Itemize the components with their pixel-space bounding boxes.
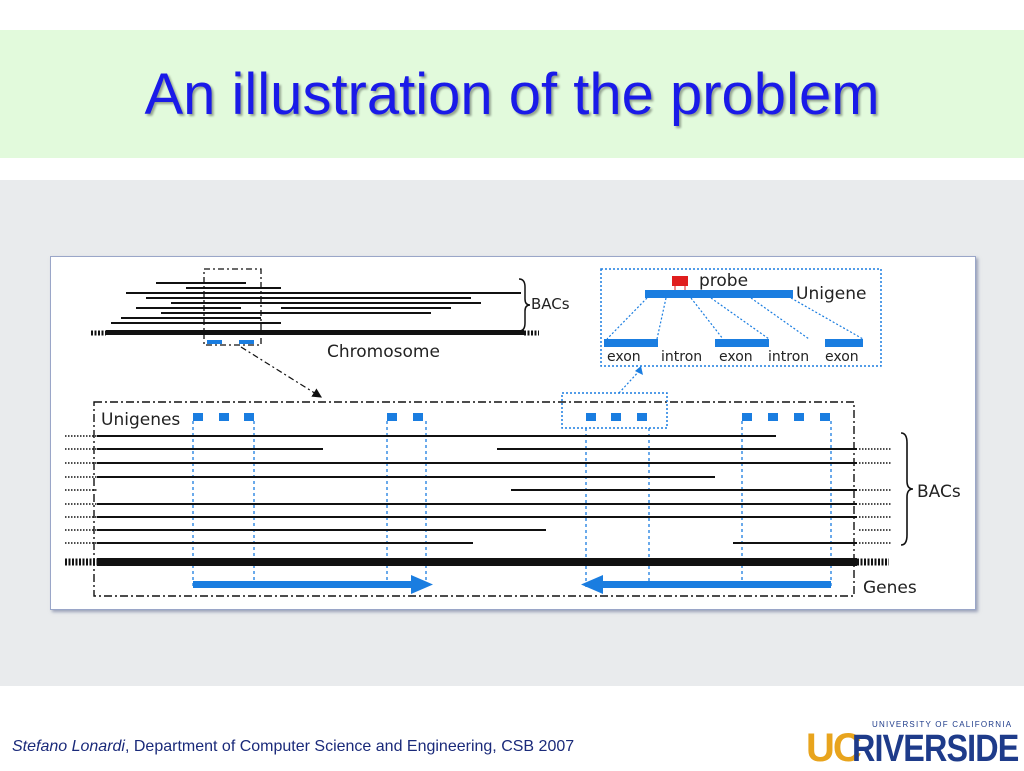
unigene-squares — [193, 413, 830, 421]
figure-frame: BACs Chromosome probe Unigene ex — [50, 256, 976, 610]
slide-title: An illustration of the problem — [144, 61, 880, 127]
main-chromosome-bar — [97, 558, 857, 566]
unigenes-label: Unigenes — [101, 410, 180, 430]
segment-label: exon — [607, 349, 641, 365]
genes-label: Genes — [863, 578, 917, 598]
main-bacs-brace — [900, 432, 914, 546]
main-bac-lines — [97, 435, 857, 544]
footer: Stefano Lonardi, Department of Computer … — [12, 738, 574, 756]
segment-label: exon — [825, 349, 859, 365]
main-panel-box — [93, 401, 855, 597]
exon-bar — [604, 339, 658, 347]
segment-label: intron — [768, 349, 809, 365]
inset-link-arrowhead — [635, 366, 643, 375]
probe-label: probe — [699, 271, 748, 291]
zoom-unigene-mark — [239, 340, 254, 344]
segment-label: intron — [661, 349, 702, 365]
top-bacs-brace — [518, 278, 531, 332]
chromosome-label: Chromosome — [327, 342, 440, 362]
bac-dotted-ends — [65, 435, 891, 544]
gene-arrow-forward-head — [411, 575, 433, 594]
zoom-arrow — [240, 346, 323, 398]
segment-label: exon — [719, 349, 753, 365]
top-bacs-label: BACs — [531, 295, 570, 313]
gene-arrow-forward-shaft — [193, 581, 415, 588]
main-bacs-label: BACs — [917, 482, 961, 502]
unigene-bar — [645, 290, 793, 298]
footer-affiliation: , Department of Computer Science and Eng… — [124, 738, 575, 755]
top-chromosome-bar — [106, 330, 524, 335]
exon-bar — [825, 339, 863, 347]
logo-subtitle: UNIVERSITY OF CALIFORNIA — [872, 720, 1013, 729]
logo-riverside: RIVERSIDE — [852, 728, 1019, 770]
gene-arrow-reverse-shaft — [599, 581, 831, 588]
inset-link-arrow — [618, 368, 642, 394]
zoom-region-box — [203, 268, 262, 346]
exon-mapping-lines — [606, 297, 864, 340]
zoom-unigene-mark — [207, 340, 222, 344]
probe-mark — [672, 276, 688, 286]
bac-unigene-diagram: BACs Chromosome probe Unigene ex — [65, 268, 961, 598]
top-bac-lines — [111, 282, 521, 324]
footer-author: Stefano Lonardi — [12, 738, 125, 755]
unigene-label: Unigene — [796, 284, 866, 304]
gene-arrow-reverse-head — [581, 575, 603, 594]
exon-bar — [715, 339, 769, 347]
ucr-logo: UC UNIVERSITY OF CALIFORNIA RIVERSIDE — [806, 718, 1019, 770]
inset-box — [600, 268, 882, 367]
logo-uc: UC — [806, 726, 862, 770]
title-band — [0, 30, 1024, 158]
selected-unigene-box — [561, 392, 668, 429]
